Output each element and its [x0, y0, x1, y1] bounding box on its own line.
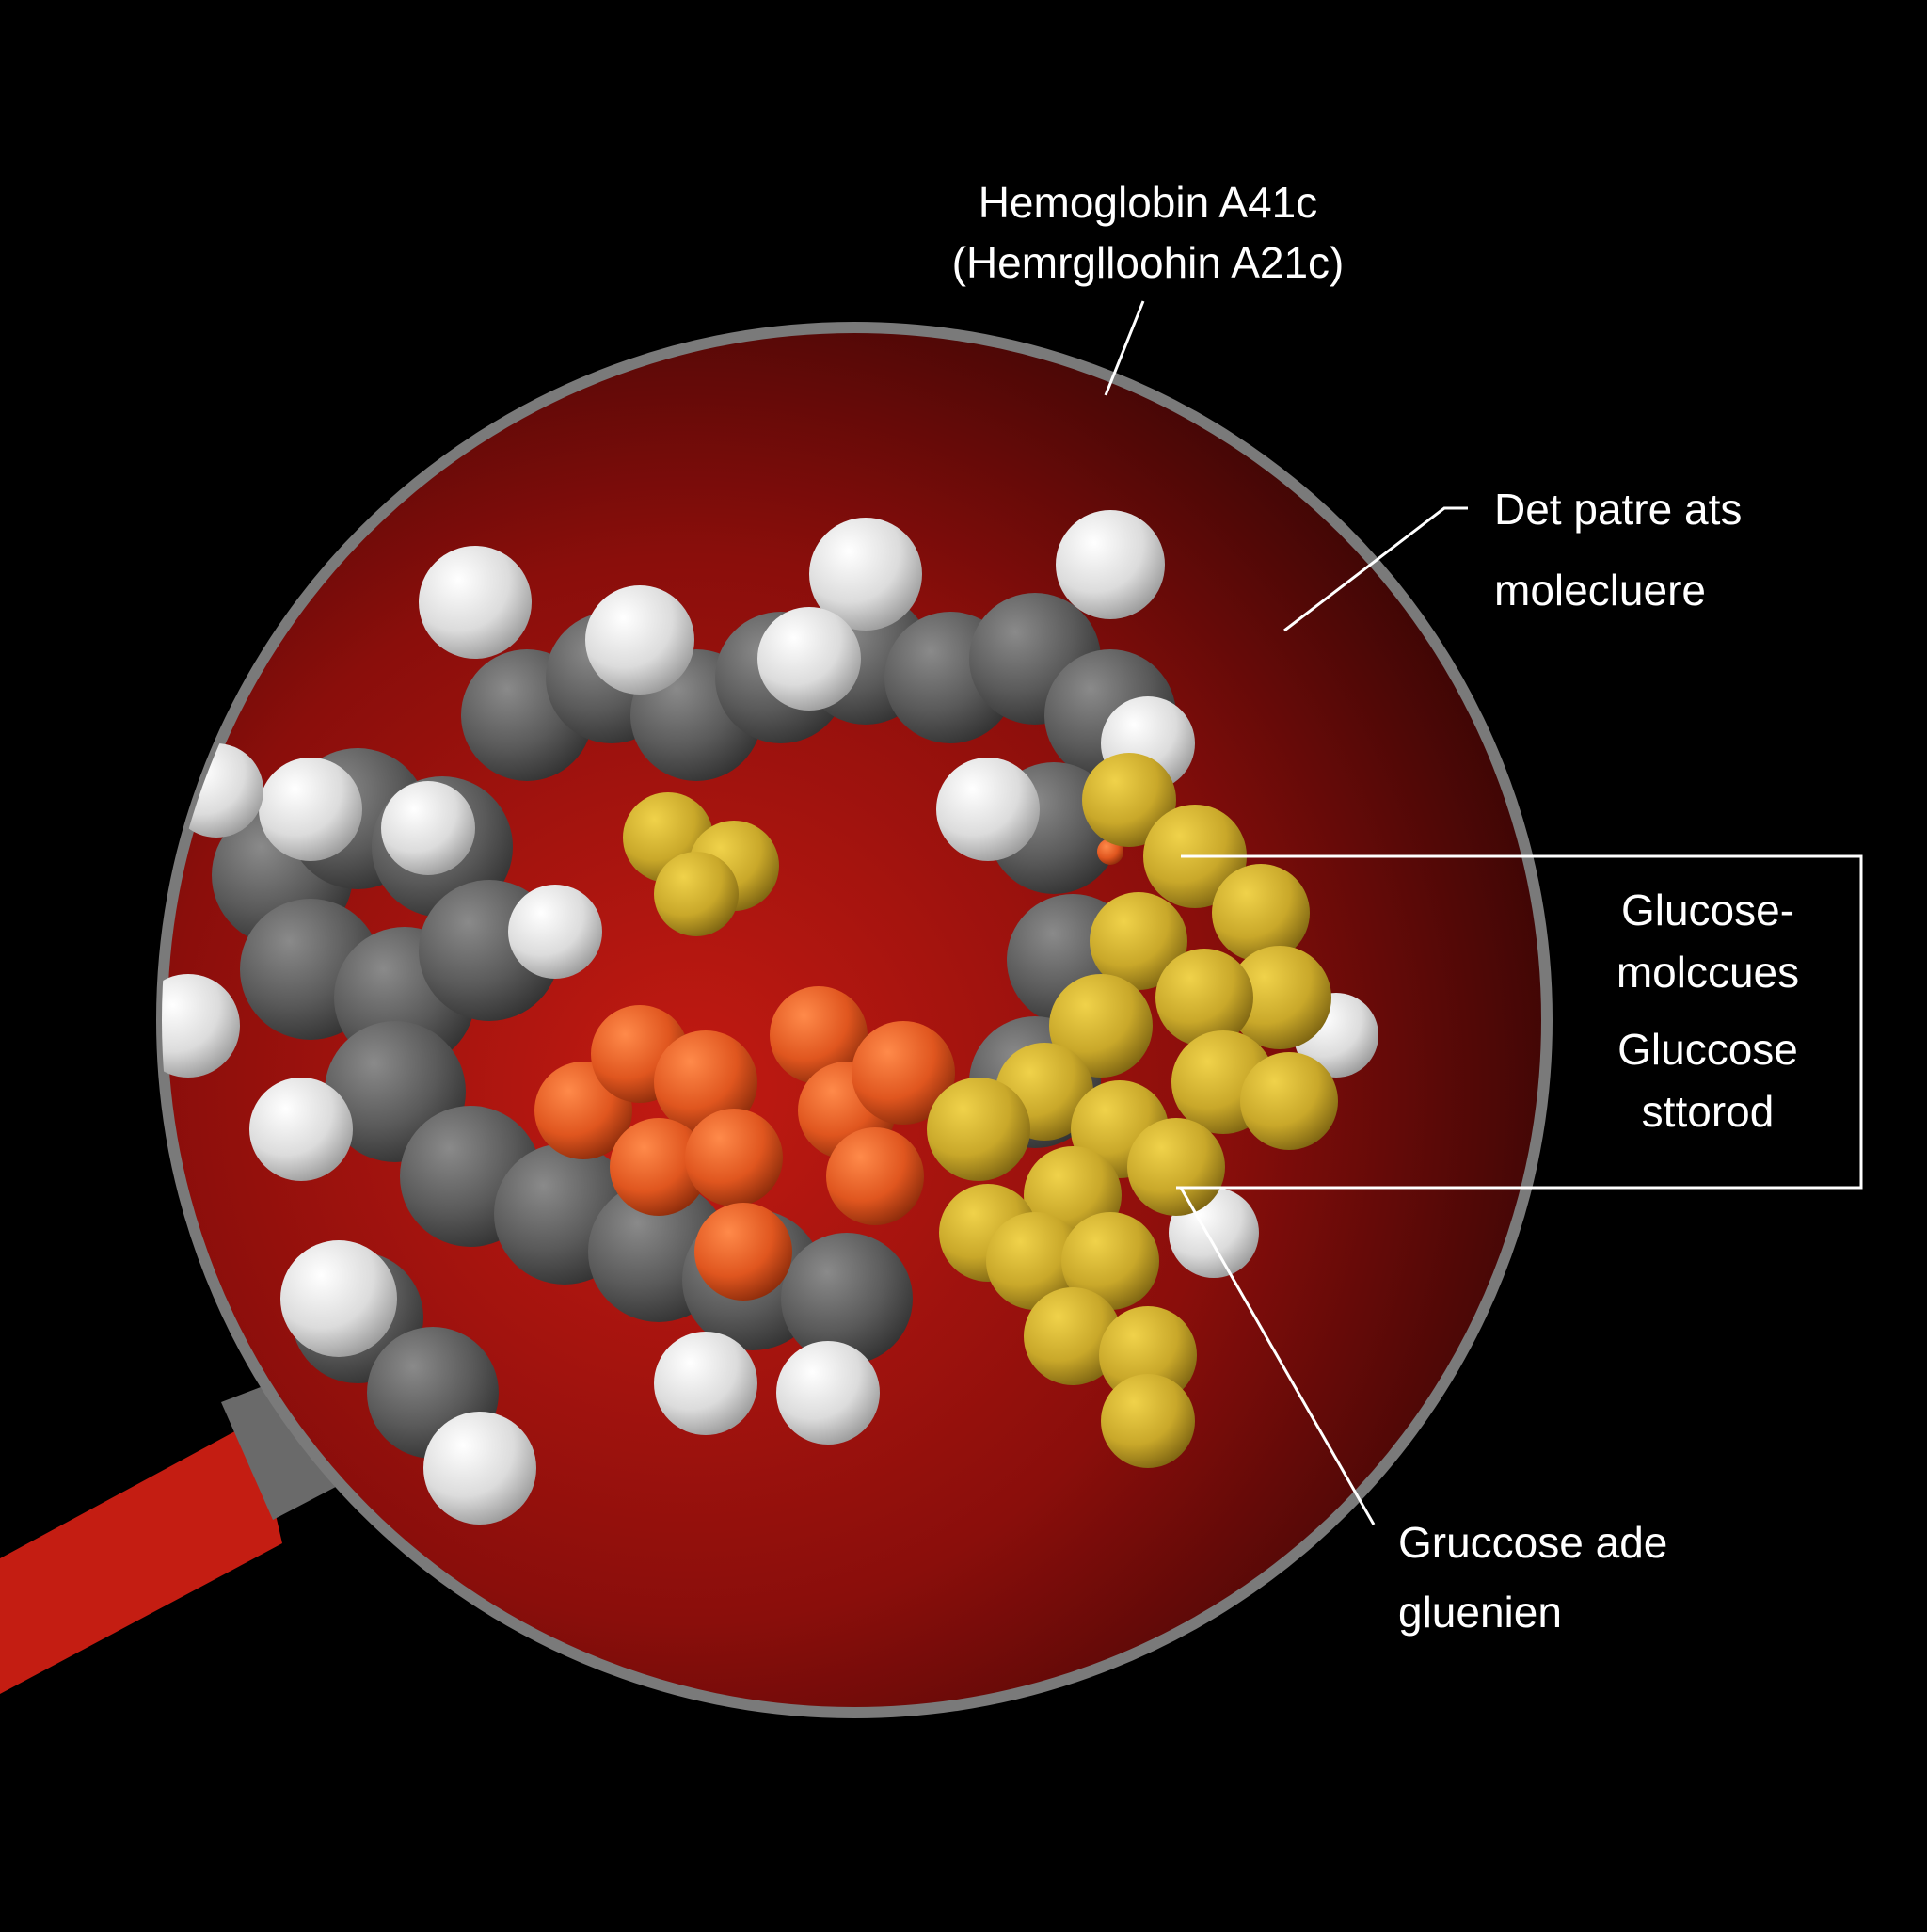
- glucose-label-line-4: sttorod: [1641, 1087, 1775, 1136]
- detail-label-line-2: molecluere: [1494, 566, 1706, 615]
- title-line-2: (Hemrglloohin A21c): [951, 238, 1345, 287]
- glucose-atoms: [927, 753, 1338, 1468]
- leader-lines: [1104, 300, 1863, 1525]
- glucose-adduct-label: Gruccose ade gluenien: [1398, 1521, 1667, 1660]
- molecule-model: [162, 510, 1378, 1525]
- magnifier-handle: [0, 1421, 282, 1694]
- hydrogen-atoms: [162, 510, 1378, 1525]
- glucose-adduct-leader-line: [1179, 1187, 1376, 1525]
- glucose-label-line-2: molccues: [1616, 948, 1800, 997]
- glucose-label-line-3: Gluccose: [1617, 1025, 1798, 1074]
- glucose-bracket: [1176, 854, 1863, 1190]
- sulfur-atoms: [623, 792, 779, 936]
- glucose-label-line-1: Glucose-: [1620, 886, 1795, 934]
- detail-label: Det patre ats molecluere: [1494, 487, 1742, 649]
- title-leader-line: [1104, 300, 1145, 396]
- detail-leader-line: [1283, 506, 1468, 632]
- detail-label-line-1: Det patre ats: [1494, 485, 1743, 534]
- title-line-1: Hemoglobin A41c: [978, 178, 1318, 227]
- molecule-title: Hemoglobin A41c (Hemrglloohin A21c): [903, 181, 1393, 301]
- glucose-adduct-line-1: Gruccose ade: [1398, 1518, 1668, 1567]
- glucose-molecules-label: Glucose- molccues Gluccose sttorod: [1600, 888, 1816, 1152]
- glucose-adduct-line-2: gluenien: [1398, 1588, 1562, 1637]
- oxygen-atoms: [534, 838, 1123, 1301]
